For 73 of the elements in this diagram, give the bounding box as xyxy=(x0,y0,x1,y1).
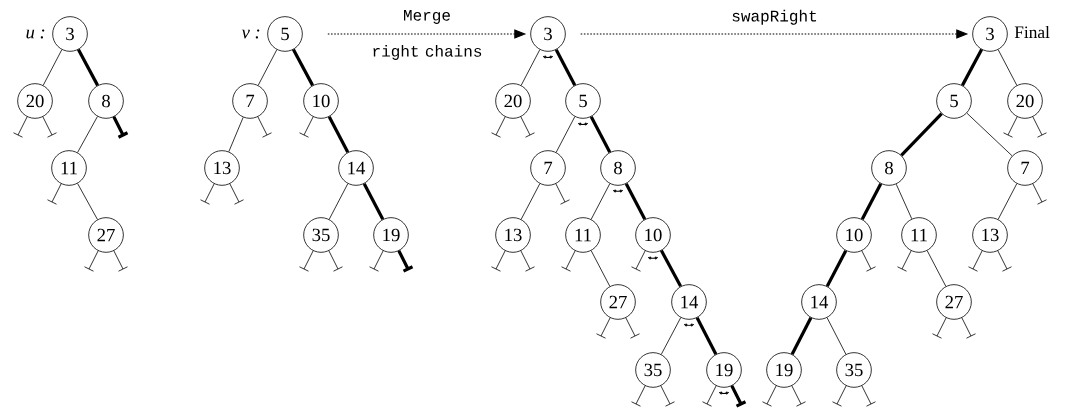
tree-node: 11 xyxy=(565,217,601,253)
tree-edge xyxy=(590,183,611,220)
tree-node: 8 xyxy=(88,83,124,119)
edge-label: Merge right chains xyxy=(373,10,482,60)
tree-edge xyxy=(42,49,63,86)
tree-edge xyxy=(926,250,947,287)
tree-node: 10 xyxy=(836,217,872,253)
edge-label: swapRight xyxy=(732,9,817,25)
tree-node: 27 xyxy=(600,284,636,320)
tree-edge xyxy=(895,183,913,220)
tree-node: 19 xyxy=(373,217,409,253)
tree-edge xyxy=(589,115,612,153)
tree-node: 11 xyxy=(51,150,87,186)
tree-node: 11 xyxy=(901,217,937,253)
tree-edge xyxy=(590,250,611,287)
tree-node: 7 xyxy=(1007,150,1043,186)
tree-node: 20 xyxy=(1007,83,1043,119)
tree-edge xyxy=(966,112,1013,157)
tree-node: 19 xyxy=(766,352,802,388)
tree-edge xyxy=(860,182,883,220)
tree-edge xyxy=(362,182,385,220)
tree-node: 35 xyxy=(836,352,872,388)
tree-edge xyxy=(328,183,349,220)
tree-edge xyxy=(695,317,718,355)
tree-node: 3 xyxy=(530,16,566,52)
tree-caption: u : xyxy=(26,29,45,39)
tree-edge xyxy=(624,182,647,220)
tree-node: 3 xyxy=(52,16,88,52)
tree-edge xyxy=(77,183,98,220)
tree-caption: Final xyxy=(1014,25,1050,39)
tree-node: 27 xyxy=(88,217,124,253)
tree-node: 14 xyxy=(801,284,837,320)
tree-edge xyxy=(554,48,577,86)
tree-node: 13 xyxy=(204,150,240,186)
tree-node: 27 xyxy=(936,284,972,320)
tree-edge xyxy=(825,249,848,287)
tree-node: 10 xyxy=(303,83,339,119)
tree-node: 35 xyxy=(635,352,671,388)
tree-node: 3 xyxy=(972,16,1008,52)
tree-edge xyxy=(997,183,1018,220)
tree-edge xyxy=(997,49,1018,86)
tree-node: 14 xyxy=(671,284,707,320)
tree-edge xyxy=(520,183,541,220)
tree-edge xyxy=(555,116,576,153)
tree-node: 19 xyxy=(706,352,742,388)
tree-node: 5 xyxy=(936,83,972,119)
tree-caption: v : xyxy=(241,29,260,39)
tree-node: 10 xyxy=(635,217,671,253)
tree-node: 13 xyxy=(972,217,1008,253)
tree-node: 5 xyxy=(565,83,601,119)
tree-node: 5 xyxy=(267,16,303,52)
tree-edge xyxy=(327,115,350,153)
tree-edge xyxy=(790,317,813,355)
tree-edge xyxy=(228,116,244,153)
tree-edge xyxy=(77,116,98,153)
tree-edge xyxy=(520,49,541,86)
tree-edge xyxy=(960,48,983,87)
tree-edge xyxy=(292,48,315,87)
tree-node: 8 xyxy=(871,150,907,186)
tree-node: 20 xyxy=(17,83,53,119)
tree-edge xyxy=(900,112,943,157)
tree-node: 7 xyxy=(530,150,566,186)
tree-edge xyxy=(257,49,278,86)
tree-node: 14 xyxy=(338,150,374,186)
tree-node: 8 xyxy=(600,150,636,186)
tree-node: 20 xyxy=(495,83,531,119)
tree-edge xyxy=(77,48,100,87)
tree-edge xyxy=(826,317,847,355)
tree-node: 7 xyxy=(232,83,268,119)
tree-edge xyxy=(660,317,682,355)
tree-node: 35 xyxy=(303,217,339,253)
tree-edge xyxy=(660,249,682,288)
tree-node: 13 xyxy=(495,217,531,253)
